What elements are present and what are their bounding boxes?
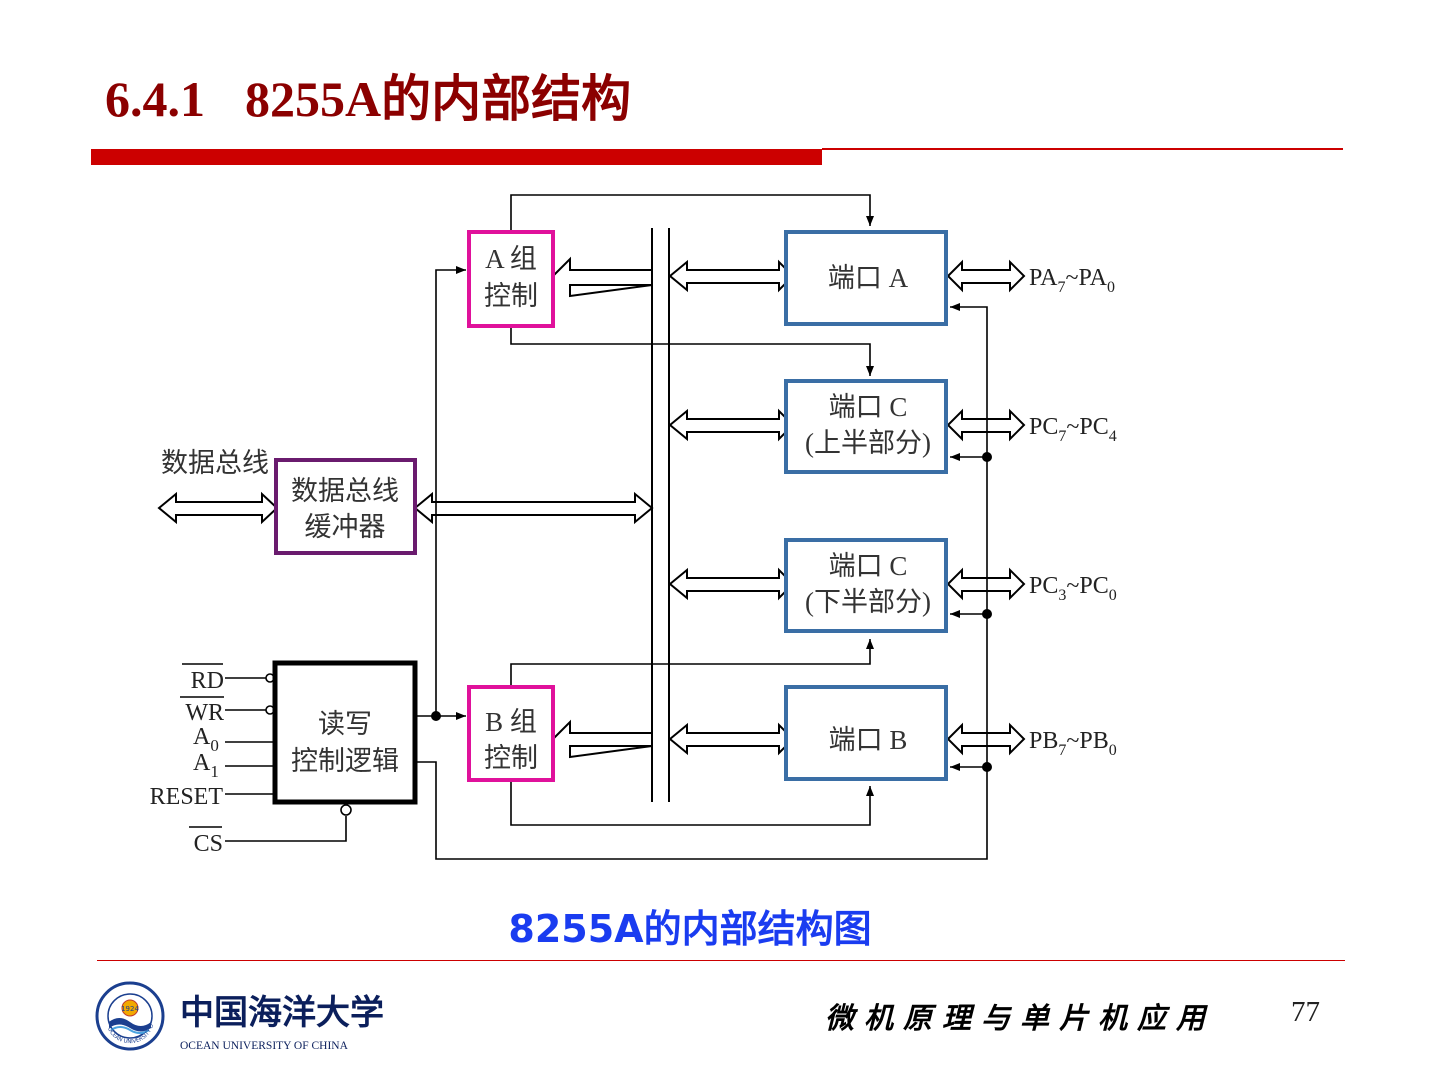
page-number: 77: [1291, 996, 1320, 1028]
rw-logic-label-2: 控制逻辑: [291, 746, 399, 776]
pcu-left: PC: [1029, 414, 1058, 440]
footer-rule: [97, 960, 1345, 961]
seal-year: 1924: [121, 1005, 139, 1013]
bus-arrow-port-c-upper: [668, 408, 795, 442]
pa-right-sub: 0: [1107, 279, 1115, 296]
figure-caption: 8255A的内部结构图: [508, 907, 872, 951]
a0-label: A0: [193, 724, 219, 755]
port-a-pins-arrow: [946, 259, 1026, 293]
cs-label: CS: [194, 831, 223, 857]
a0-label-sub: 0: [210, 736, 219, 755]
university-seal-icon: 1924 OCEAN UNIVERSITY OF CHINA: [95, 978, 165, 1051]
bus-buffer-label-2: 缓冲器: [305, 512, 386, 542]
group-a-label-1: A 组: [485, 244, 537, 274]
port-a-box: [784, 230, 948, 326]
wr-label: WR: [185, 700, 224, 726]
a0-label-main: A: [193, 724, 211, 750]
group-b-label-2: 控制: [484, 743, 538, 773]
data-bus-buffer-box: [274, 458, 417, 555]
bus-buffer-label-1: 数据总线: [291, 476, 399, 506]
pa-pins-label: PA7~PA0: [1029, 265, 1115, 296]
port-c-upper-label-2: (上半部分): [805, 428, 931, 458]
pb-pins-label: PB7~PB0: [1029, 728, 1117, 759]
pcu-right: PC: [1079, 414, 1108, 440]
group-b-to-port-b-line: [510, 780, 874, 826]
pb-left: PB: [1029, 728, 1058, 754]
group-a-to-port-a-line: [510, 194, 874, 232]
junction-dot: [431, 711, 441, 721]
bus-arrow-port-c-lower: [668, 567, 795, 601]
bus-arrow-port-a: [668, 259, 795, 293]
pcu-tilde: ~: [1066, 414, 1079, 440]
pa-tilde: ~: [1065, 265, 1078, 291]
port-c-lower-label-1: 端口 C: [829, 551, 908, 581]
title-underline-thin: [822, 148, 1343, 150]
a1-label: A1: [193, 750, 219, 781]
group-a-to-port-c-upper-line: [510, 326, 874, 376]
pcl-tilde: ~: [1066, 573, 1079, 599]
bus-arrow-buffer: [413, 491, 654, 525]
port-b-pins-arrow: [946, 722, 1026, 756]
pb-tilde: ~: [1066, 728, 1079, 754]
university-name-en: OCEAN UNIVERSITY OF CHINA: [180, 1040, 349, 1052]
bus-arrow-group-b: [552, 719, 653, 759]
port-b-box: [784, 685, 948, 781]
external-bus-arrow: [157, 491, 279, 525]
external-data-bus-label: 数据总线: [161, 448, 269, 478]
rd-label: RD: [191, 668, 224, 694]
pb-left-sub: 7: [1058, 742, 1066, 759]
junction-dot: [982, 762, 992, 772]
group-b-label-1: B 组: [485, 707, 537, 737]
pa-right: PA: [1078, 265, 1107, 291]
port-c-upper-box: [784, 379, 948, 474]
pcl-pins-label: PC3~PC0: [1029, 573, 1117, 604]
group-b-control-box: [467, 685, 555, 782]
university-name-cn: 中国海洋大学: [180, 993, 384, 1033]
pcl-left-sub: 3: [1058, 587, 1066, 604]
port-b-label: 端口 B: [829, 725, 908, 755]
section-number: 6.4.1: [105, 71, 205, 127]
pcl-right: PC: [1079, 573, 1108, 599]
pcu-pins-label: PC7~PC4: [1029, 414, 1117, 445]
pb-right-sub: 0: [1109, 742, 1117, 759]
cs-line: [225, 816, 347, 842]
rw-to-group-a-line: [435, 266, 466, 716]
course-name: 微机原理与单片机应用: [824, 1001, 1215, 1035]
port-c-upper-pins-arrow: [946, 408, 1026, 442]
pcl-right-sub: 0: [1109, 587, 1117, 604]
pa-left: PA: [1029, 265, 1058, 291]
rw-logic-label-1: 读写: [318, 709, 372, 739]
bus-arrow-port-b: [668, 722, 795, 756]
university-logo: 1924 OCEAN UNIVERSITY OF CHINA 中国海洋大学 OC…: [95, 978, 384, 1052]
rw-control-logic-box: [272, 660, 418, 805]
port-c-lower-label-2: (下半部分): [805, 587, 931, 617]
pcl-left: PC: [1029, 573, 1058, 599]
port-c-lower-box: [784, 538, 948, 633]
port-a-label: 端口 A: [828, 263, 909, 293]
rw-return-line: [415, 303, 988, 860]
cs-inversion-bubble: [340, 804, 352, 816]
pb-right: PB: [1079, 728, 1108, 754]
port-c-lower-pins-arrow: [946, 567, 1026, 601]
reset-label: RESET: [150, 784, 224, 810]
group-a-control-box: [467, 230, 555, 328]
port-c-upper-label-1: 端口 C: [829, 392, 908, 422]
slide-title: 6.4.1 8255A的内部结构: [105, 66, 631, 132]
title-underline-thick: [91, 149, 822, 165]
title-text: 8255A的内部结构: [245, 71, 632, 127]
junction-dot: [982, 609, 992, 619]
a1-label-main: A: [193, 750, 211, 776]
group-a-label-2: 控制: [484, 281, 538, 311]
bus-arrow-group-a: [552, 256, 653, 298]
pcu-right-sub: 4: [1109, 428, 1117, 445]
pcu-left-sub: 7: [1058, 428, 1066, 445]
pa-left-sub: 7: [1057, 279, 1065, 296]
a1-label-sub: 1: [210, 762, 219, 781]
group-b-to-port-c-lower-line: [510, 639, 874, 687]
junction-dot: [982, 452, 992, 462]
